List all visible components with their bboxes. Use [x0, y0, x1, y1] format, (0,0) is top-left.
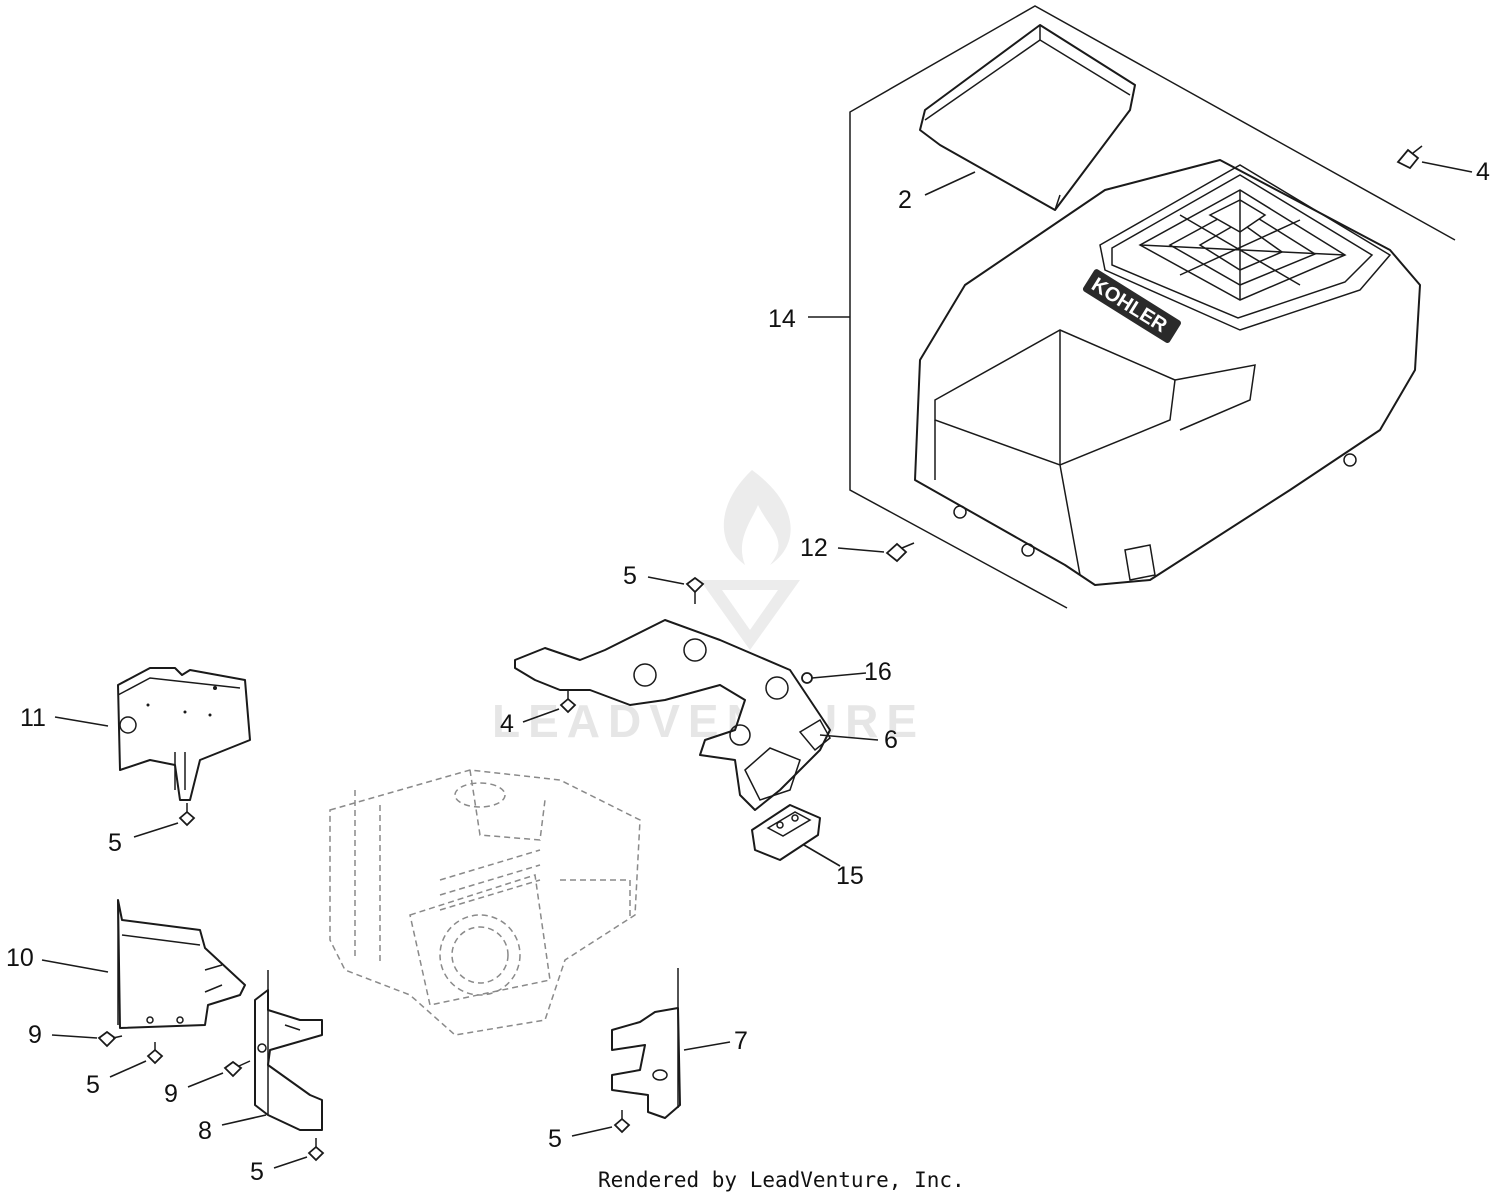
screw-5-bottom-icon — [307, 1138, 325, 1162]
screw-5-lower-icon — [146, 1042, 164, 1065]
callout-4-top: 4 — [1476, 158, 1490, 186]
callout-10: 10 — [6, 944, 34, 972]
fasteners — [97, 145, 1423, 1162]
leader-lines — [41, 161, 1473, 1169]
screw-9-mid-icon — [223, 1060, 251, 1078]
callout-5-bottom: 5 — [250, 1158, 264, 1186]
screw-5-bottom-mid-icon — [613, 1110, 631, 1134]
callout-5-bottom-mid: 5 — [548, 1125, 562, 1153]
callout-8: 8 — [198, 1117, 212, 1145]
callout-5-lower: 5 — [86, 1071, 100, 1099]
callout-labels: 2 4 14 12 5 16 4 6 11 5 15 10 9 5 9 8 7 … — [6, 158, 1490, 1186]
engine-block-reference — [329, 769, 641, 1036]
bracket-8-part — [254, 970, 323, 1131]
callout-2: 2 — [898, 186, 912, 214]
blower-housing-part: KOHLER — [914, 159, 1421, 586]
baffle-plate-part — [514, 619, 831, 811]
grille — [1138, 189, 1347, 301]
screw-12-icon — [885, 542, 915, 563]
callout-16: 16 — [864, 658, 892, 686]
callout-6: 6 — [884, 726, 898, 754]
callout-15: 15 — [836, 862, 864, 890]
rectifier-module-part — [751, 804, 821, 861]
watermark-flame-icon — [723, 470, 791, 565]
watermark-v-icon — [700, 580, 800, 650]
callout-7: 7 — [734, 1027, 748, 1055]
screw-4-top-icon — [1396, 145, 1423, 170]
callout-12: 12 — [800, 534, 828, 562]
callout-11: 11 — [20, 704, 46, 732]
assembly-bracket — [849, 5, 1456, 609]
callout-4-mid: 4 — [500, 710, 514, 738]
screw-9-left-icon — [97, 1030, 123, 1048]
callout-14: 14 — [768, 305, 796, 333]
screw-5-mid-icon — [685, 576, 705, 604]
screw-4-mid-icon — [559, 690, 577, 714]
watermark: LEADVENTURE — [492, 470, 917, 747]
credit-line: Rendered by LeadVenture, Inc. — [598, 1168, 965, 1192]
screw-16-icon — [801, 672, 813, 684]
shroud-10-part — [117, 899, 246, 1029]
callout-5-mid: 5 — [623, 562, 637, 590]
callout-9-mid: 9 — [164, 1080, 178, 1108]
screw-5-left-icon — [178, 803, 196, 827]
top-cover-part — [919, 24, 1136, 211]
shroud-11-part — [117, 667, 251, 801]
callout-9-left: 9 — [28, 1021, 42, 1049]
bracket-7-part — [611, 968, 681, 1119]
callout-5-left: 5 — [108, 829, 122, 857]
